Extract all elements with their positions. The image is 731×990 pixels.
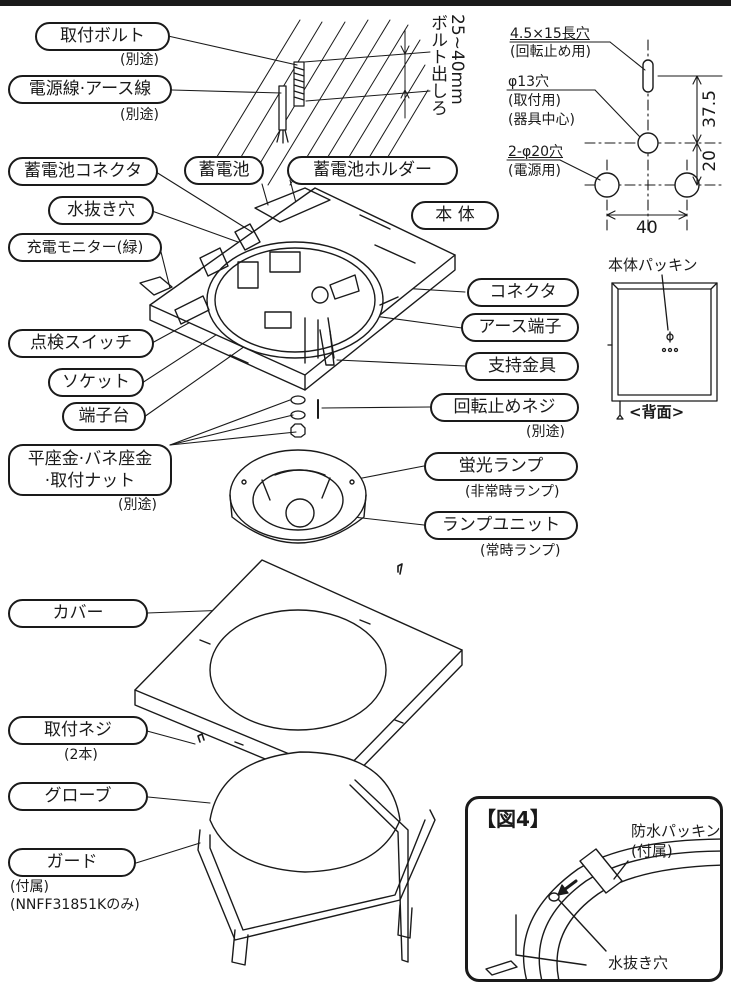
dim-vertical-top: 37.5 — [700, 90, 720, 128]
callout-power-ground-wire: 電源線·アース線 — [8, 75, 172, 104]
callout-mounting-bolt: 取付ボルト — [35, 22, 170, 51]
callout-washer-nut-line1: 平座金·バネ座金 — [27, 449, 153, 469]
power-wire-shape — [276, 85, 289, 144]
callout-battery: 蓄電池 — [184, 156, 264, 185]
callout-lamp-unit: ランプユニット — [424, 511, 578, 540]
callout-fluorescent-lamp: 蛍光ランプ — [424, 452, 578, 481]
bolt-protrusion-value: 25~40mm — [447, 14, 467, 105]
callout-mounting-screw-note: (2本) — [64, 747, 98, 763]
globe-shape — [209, 751, 401, 873]
washer-nut-shapes — [290, 395, 319, 438]
callout-washer-nut-line2: ·取付ナット — [44, 471, 136, 491]
hole-slot-note: (回転止め用) — [510, 44, 591, 60]
cover-plate-shape — [134, 559, 463, 791]
callout-globe: グローブ — [8, 782, 148, 811]
callout-drain-hole: 水抜き穴 — [48, 196, 154, 225]
callout-connector: コネクタ — [467, 278, 579, 307]
callout-mounting-bolt-note: (別途) — [120, 52, 159, 68]
callout-power-ground-wire-note: (別途) — [120, 107, 159, 123]
callout-anti-rotation-screw: 回転止めネジ — [430, 393, 579, 422]
hole-20-label: 2-φ20穴 — [508, 144, 564, 160]
callout-guard: ガード — [8, 848, 136, 877]
figure4-drawing — [485, 838, 720, 979]
callout-charge-monitor: 充電モニター(緑) — [8, 233, 162, 262]
callout-lamp-unit-note: (常時ランプ) — [480, 543, 561, 559]
figure4-waterproof-packing: 防水パッキン — [631, 822, 721, 840]
callout-socket: ソケット — [48, 368, 144, 397]
lamp-unit-shape — [229, 449, 367, 544]
hole-diagram-shape — [506, 39, 726, 231]
callout-anti-rotation-screw-note: (別途) — [526, 424, 565, 440]
leader-lines — [135, 35, 466, 864]
small-screw-shape — [397, 563, 403, 575]
packing-view-shape — [607, 274, 718, 420]
mounting-bolt-shape — [293, 61, 305, 107]
callout-washer-nut: 平座金·バネ座金 ·取付ナット — [8, 444, 172, 496]
callout-mounting-screw: 取付ネジ — [8, 716, 148, 745]
bolt-protrusion-dimension — [303, 29, 431, 119]
figure4-drain-hole: 水抜き穴 — [608, 954, 669, 972]
callout-guard-note2: (NNFF31851Kのみ) — [10, 897, 140, 913]
callout-fluorescent-lamp-note: (非常時ランプ) — [465, 484, 560, 500]
figure4-waterproof-packing-note: (付属) — [631, 842, 673, 860]
top-rule — [0, 0, 731, 6]
guard-shape — [197, 779, 436, 966]
mounting-screw-shape — [197, 733, 205, 743]
hole-13-label: φ13穴 — [508, 74, 550, 90]
callout-body: 本 体 — [411, 201, 499, 230]
callout-battery-holder: 蓄電池ホルダー — [287, 156, 458, 185]
hole-13-note2: (器具中心) — [508, 112, 575, 128]
packing-back-label: <背面> — [629, 403, 685, 421]
callout-battery-connector: 蓄電池コネクタ — [8, 157, 158, 186]
figure4-title: 【図4】 — [476, 807, 550, 831]
packing-title: 本体パッキン — [608, 256, 698, 274]
hole-13-note1: (取付用) — [508, 93, 561, 109]
body-plate-shape — [139, 187, 456, 391]
callout-support-bracket: 支持金具 — [465, 352, 579, 381]
dim-vertical-bottom: 20 — [700, 150, 720, 172]
figure4-inset: 【図4】 防水パッキン (付属) 水抜き穴 — [465, 796, 723, 982]
callout-terminal-block: 端子台 — [62, 402, 146, 431]
dim-horizontal: 40 — [636, 218, 658, 238]
hole-20-note: (電源用) — [508, 163, 561, 179]
bolt-protrusion-label: ボルト出しろ — [427, 14, 447, 116]
hole-slot-label: 4.5×15長穴 — [510, 26, 590, 42]
callout-guard-note1: (付属) — [10, 879, 49, 895]
callout-inspection-switch: 点検スイッチ — [8, 329, 154, 358]
callout-ground-terminal: アース端子 — [461, 313, 579, 342]
callout-cover: カバー — [8, 599, 148, 628]
callout-washer-nut-note: (別途) — [118, 497, 157, 513]
